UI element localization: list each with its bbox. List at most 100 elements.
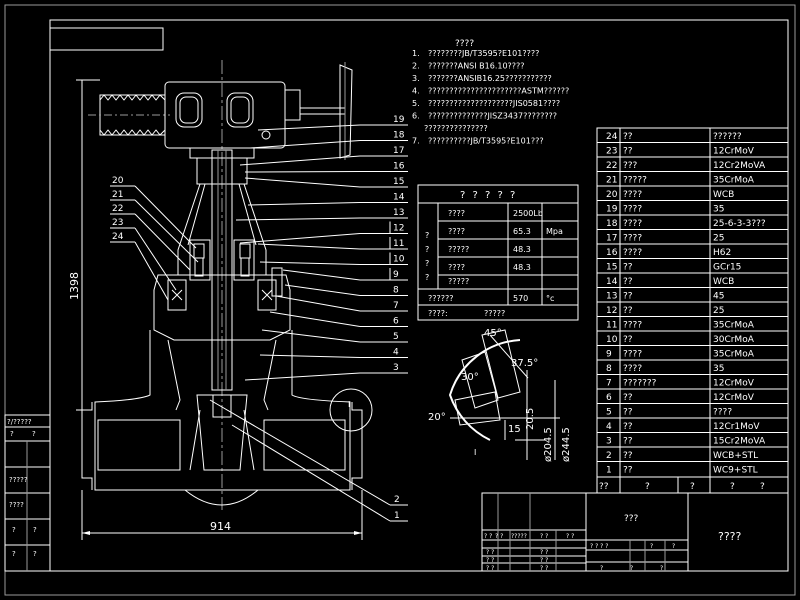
part-name: ?? (623, 292, 633, 302)
leaders-bottom: 21 (209, 399, 408, 522)
bonnet-flange (153, 274, 291, 341)
actuator-housing (164, 81, 286, 149)
part-material: 25-6-3-3??? (713, 219, 766, 229)
leader-label-right: 14 (393, 193, 405, 203)
part-number: 21 (606, 176, 617, 186)
part-name: ???? (623, 205, 642, 215)
left-cell-7: ? (12, 550, 16, 558)
parts-header-note: ? (760, 482, 765, 492)
svg-text:? ?: ? ? (540, 557, 548, 564)
part-number: 11 (606, 321, 617, 331)
part-name: ???? (623, 248, 642, 258)
leader-label-right: 17 (393, 146, 404, 156)
spec-row-value: 48.3 (513, 263, 531, 272)
part-number: 6 (606, 393, 612, 403)
bonnet-bolt (271, 267, 283, 297)
parts-list-table: 24????????23??12CrMoV22???12Cr2MoVA21???… (596, 127, 789, 494)
notes-title: ???? (455, 39, 474, 49)
tb-cell-4: ? ? (566, 533, 574, 540)
dimension-height: 1398 (68, 79, 100, 411)
leader-label-left: 20 (112, 176, 124, 186)
body-neck (167, 339, 277, 411)
note-text: ??????????????? (424, 124, 488, 133)
spec-row-name: ????? (448, 277, 469, 286)
drawing-title: ???? (718, 530, 742, 543)
part-material: 45 (713, 292, 724, 302)
part-number: 8 (606, 364, 612, 374)
spec-row-name: ????? (448, 245, 469, 254)
part-name: ?? (623, 393, 633, 403)
part-number: 2 (606, 451, 612, 461)
part-material: ?????? (713, 132, 742, 142)
angle-30-text: 30° (461, 372, 479, 383)
part-material: 35CrMoA (713, 176, 755, 186)
leader-label-right: 16 (393, 162, 405, 172)
part-name: ?? (623, 335, 633, 345)
part-material: 12CrMoV (713, 393, 755, 403)
part-material: WCB+STL (713, 451, 758, 461)
note-number: 2. (412, 62, 420, 71)
part-name: ???? (623, 190, 642, 200)
part-material: 12Cr2MoVA (713, 161, 766, 171)
part-name: ????? (623, 176, 647, 186)
parts-header-name: ? (645, 482, 650, 492)
svg-text:? ?: ? ? (540, 549, 548, 556)
spec-row-value: 570 (513, 294, 528, 303)
spec-row-value: 65.3 (513, 227, 531, 236)
left-cell-6: ? (33, 526, 37, 534)
part-name: ???? (623, 350, 642, 360)
note-text: ??????????JB/T3595?E101??? (428, 137, 544, 146)
tb-cell-1: ? ? (495, 533, 503, 540)
part-number: 17 (606, 234, 617, 244)
part-number: 3 (606, 437, 612, 447)
left-margin-table: ?/????? ? ? ????? ???? ? ? ? ? (4, 414, 51, 572)
part-name: ?? (623, 408, 633, 418)
part-name: ?? (623, 132, 633, 142)
leader-label-right: 13 (393, 208, 404, 218)
part-name: ?? (623, 466, 633, 476)
part-material: 30CrMoA (713, 335, 755, 345)
handwheel-lever (339, 64, 353, 159)
spec-row-name: ?????? (428, 294, 453, 303)
leader-label-right: 19 (393, 115, 405, 125)
part-number: 13 (606, 292, 617, 302)
tb-cell-0: ? ? (484, 533, 492, 540)
part-material: ???? (713, 408, 732, 418)
part-name: ??????? (623, 379, 657, 389)
part-material: 12CrMoV (713, 379, 755, 389)
leader-label-right: 4 (393, 348, 399, 358)
spec-side-label-0: ? (425, 231, 429, 240)
tb-cell-10: ? (660, 565, 663, 572)
title-block: ??? ???? ? ? ? ? ????? ? ? ? ? ? ? ? ? ?… (481, 492, 789, 572)
part-number: 1 (606, 466, 612, 476)
angle-45-text: 45° (484, 328, 502, 339)
dim-15-text: 15 (508, 424, 521, 435)
dim-20-5-text: 20.5 (525, 408, 536, 430)
part-material: WCB (713, 277, 734, 287)
seat-angle-detail: 45° 37.5° 30° 20° 15 20.5 ø204.5 ø244.5 … (428, 328, 572, 462)
spec-row-value: ????? (484, 309, 505, 318)
spec-row-unit: Mpa (546, 227, 563, 236)
left-cell-4: ???? (9, 501, 24, 509)
part-material: WCB (713, 190, 734, 200)
leader-label-left: 24 (112, 232, 124, 242)
spec-side-label-3: ? (425, 273, 429, 282)
part-name: ?? (623, 451, 633, 461)
part-material: 15Cr2MoVA (713, 437, 766, 447)
dim-244-text: ø244.5 (561, 427, 572, 462)
svg-text:I: I (474, 448, 476, 457)
leader-label-right: 11 (393, 239, 404, 249)
dim-height-text: 1398 (68, 272, 81, 300)
part-number: 5 (606, 408, 612, 418)
svg-text:? ?: ? ? (486, 549, 494, 556)
note-number: 4. (412, 87, 420, 96)
tb-cell-3: ? ? (540, 533, 548, 540)
dim-204-text: ø204.5 (543, 427, 554, 462)
spec-row-value: 48.3 (513, 245, 531, 254)
leader-label-left: 23 (112, 218, 123, 228)
part-material: 35 (713, 364, 724, 374)
technical-notes: ???? 1.????????JB/T3595?E101????2.??????… (412, 39, 569, 146)
part-material: H62 (713, 248, 731, 258)
